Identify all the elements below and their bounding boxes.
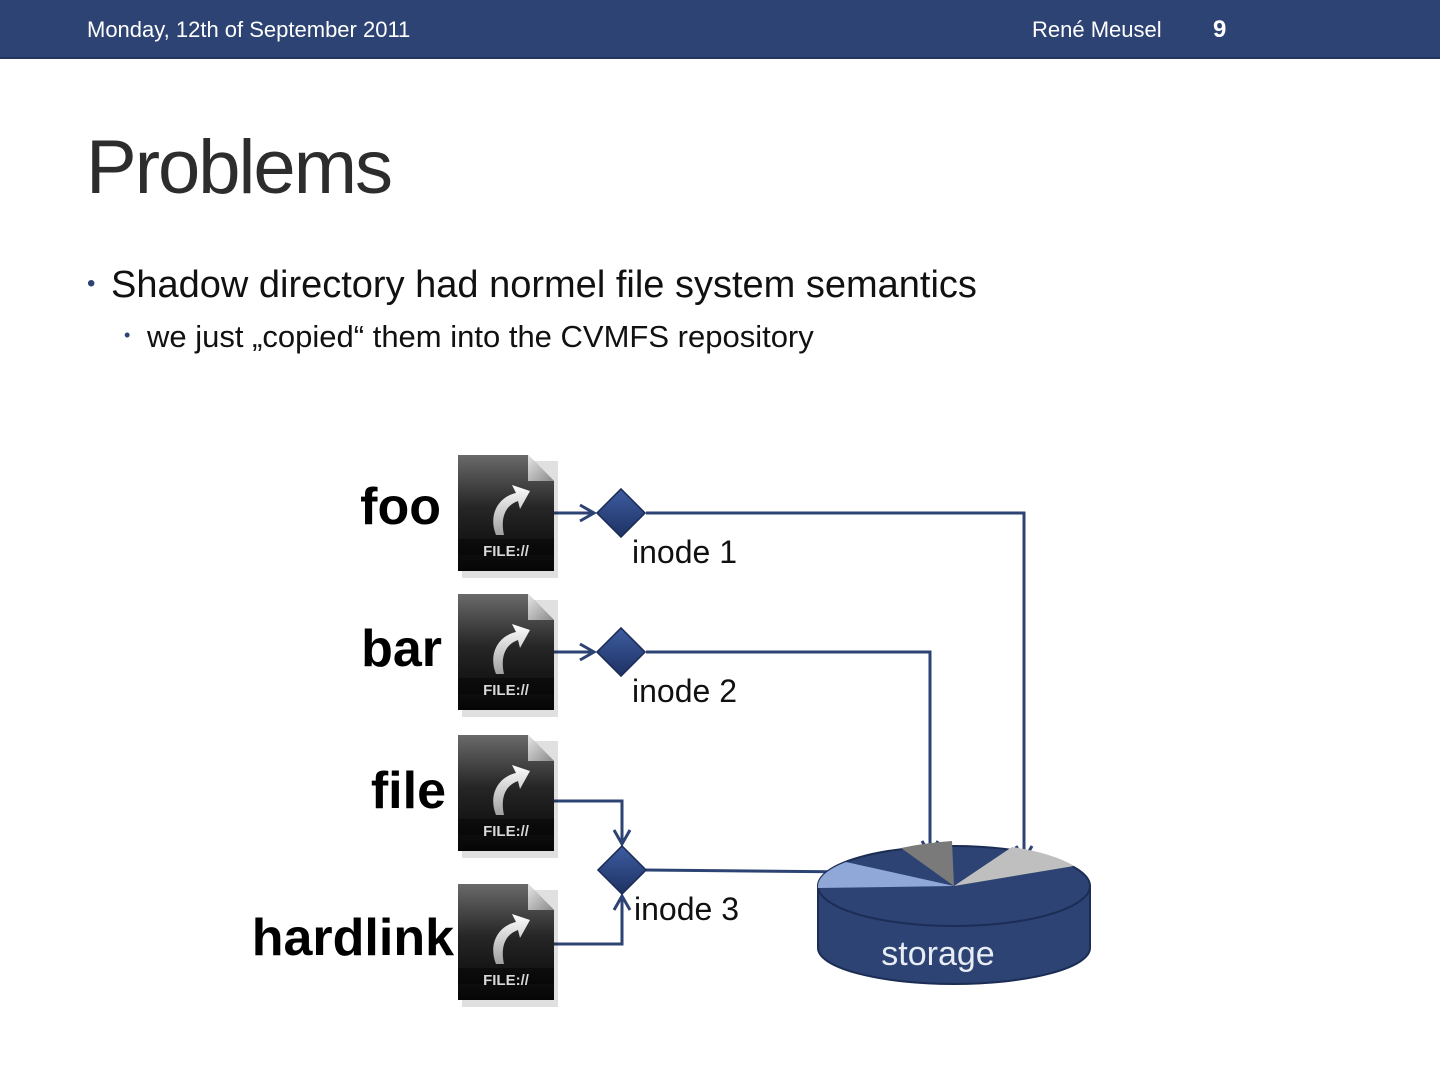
sub-bullet-text: we just „copied“ them into the CVMFS rep…: [147, 319, 814, 354]
file-icon-foo: FILE://: [458, 455, 558, 578]
file-icon-bar: FILE://: [458, 594, 558, 717]
file-icon-label: FILE://: [483, 543, 530, 560]
inode-label: inode 1: [632, 534, 737, 570]
file-icon-label: FILE://: [483, 823, 530, 840]
file-icon-hardlink: FILE://: [458, 884, 558, 1007]
inode-1-diamond: [595, 487, 647, 539]
file-icon-file: FILE://: [458, 735, 558, 858]
page-number: 9: [1213, 16, 1227, 43]
inode-2-diamond: [595, 626, 647, 678]
file-name-bar: bar: [361, 620, 442, 678]
bullet-icon: •: [87, 270, 96, 297]
bullet-icon: •: [124, 325, 131, 345]
inode-label: inode 2: [632, 673, 737, 709]
file-name-file: file: [371, 762, 446, 820]
file-name-hardlink: hardlink: [252, 909, 454, 967]
storage-label: storage: [881, 935, 994, 973]
header-author: René Meusel: [1032, 17, 1162, 42]
inode-label: inode 3: [634, 891, 739, 927]
storage-cylinder: [817, 841, 1091, 985]
header-bar: Monday, 12th of September 2011 René Meus…: [0, 0, 1440, 59]
file-icon-label: FILE://: [483, 682, 530, 699]
header-date: Monday, 12th of September 2011: [87, 17, 411, 42]
file-icon-label: FILE://: [483, 972, 530, 989]
inode-3-diamond: [596, 844, 648, 896]
bullet-text: Shadow directory had normel file system …: [111, 264, 977, 306]
slide-title: Problems: [86, 125, 393, 210]
file-name-foo: foo: [360, 478, 441, 536]
